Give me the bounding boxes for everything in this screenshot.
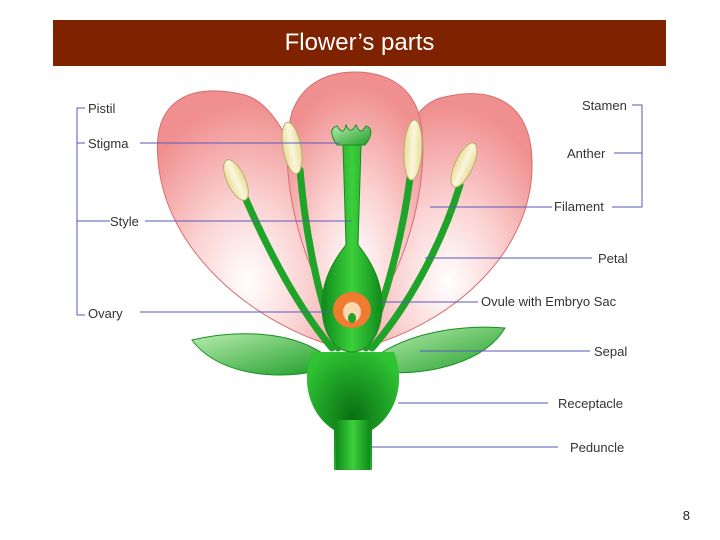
- ovule-inner: [343, 302, 361, 322]
- label-receptacle: Receptacle: [558, 396, 623, 411]
- label-anther: Anther: [567, 146, 606, 161]
- anther-4: [450, 142, 478, 188]
- right-leader-lines: [372, 104, 643, 448]
- anther-3: [403, 119, 423, 181]
- anther-2: [281, 121, 303, 175]
- label-petal: Petal: [598, 251, 628, 266]
- label-ovule: Ovule with Embryo Sac: [481, 294, 617, 309]
- anther-1: [223, 159, 249, 201]
- slide-title-bar: Flower’s parts: [53, 20, 666, 66]
- label-sepal: Sepal: [594, 344, 627, 359]
- label-style: Style: [110, 214, 139, 229]
- sepal-left: [191, 333, 326, 376]
- label-filament: Filament: [554, 199, 604, 214]
- label-pistil: Pistil: [88, 101, 116, 116]
- label-ovary: Ovary: [88, 306, 123, 321]
- anthers: [223, 119, 478, 201]
- label-peduncle: Peduncle: [570, 440, 624, 455]
- receptacle: [306, 352, 400, 470]
- sepal-right: [377, 326, 506, 374]
- label-stigma: Stigma: [88, 136, 129, 151]
- slide-title: Flower’s parts: [284, 29, 435, 56]
- stigma-shape: [331, 123, 372, 146]
- peduncle: [336, 420, 370, 470]
- pistil: [321, 123, 383, 353]
- label-stamen: Stamen: [582, 98, 627, 113]
- ovule-core: [348, 313, 356, 323]
- left-leader-lines: [76, 107, 352, 316]
- page-number: 8: [682, 508, 690, 523]
